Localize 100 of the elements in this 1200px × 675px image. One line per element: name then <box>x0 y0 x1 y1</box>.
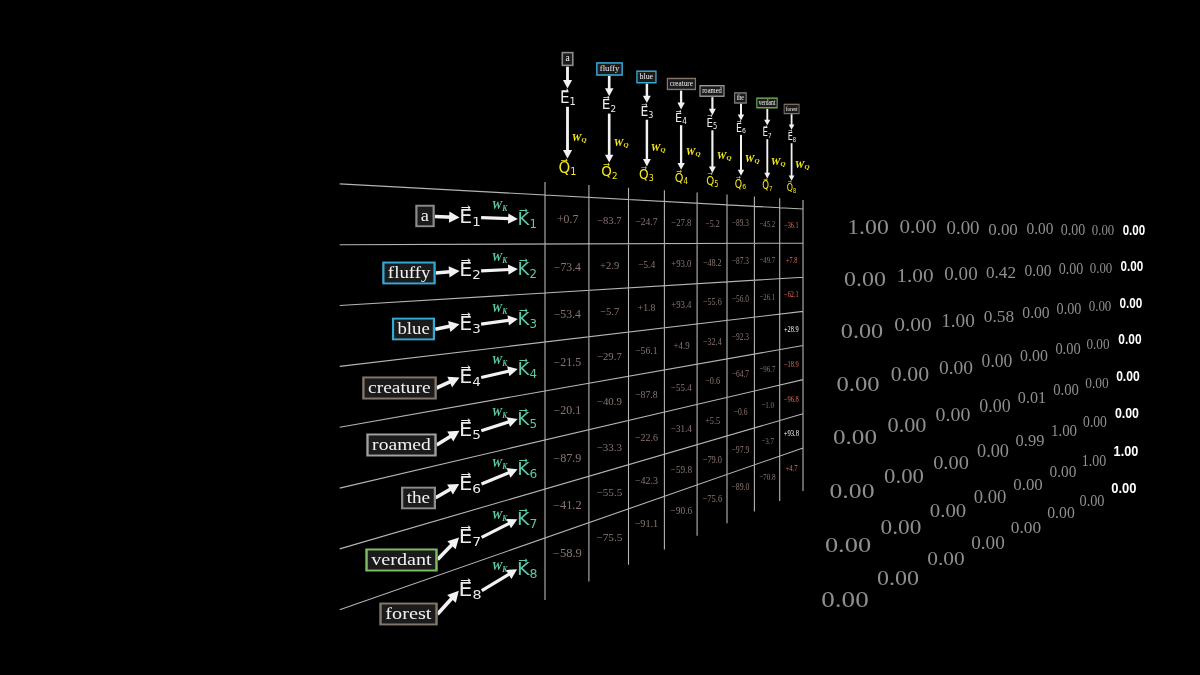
score-value: −56.1 <box>635 345 658 357</box>
vector-label: Q⃗$_{7}$ <box>762 178 773 193</box>
score-value: +1.8 <box>638 302 656 314</box>
weight-value: 0.00 <box>1024 261 1052 280</box>
score-value: +93.0 <box>670 258 692 270</box>
edge-label: W$_{K}$ <box>491 353 508 367</box>
vector-label: E⃗$_{1}$ <box>559 88 576 107</box>
score-value: −26.1 <box>759 292 775 303</box>
edge-label: W$_{Q}$ <box>572 131 587 144</box>
edge-label: W$_{K}$ <box>491 405 508 419</box>
vector-label: K⃗$_{4}$ <box>517 358 538 380</box>
score-value: −70.8 <box>758 473 776 484</box>
vector-label: E⃗$_{5}$ <box>706 115 718 131</box>
vector-label: Q⃗$_{2}$ <box>601 162 618 180</box>
edge-label: W$_{K}$ <box>491 456 508 470</box>
arrow <box>788 142 795 181</box>
weight-value: 0.00 <box>893 315 932 336</box>
weight-value: 0.00 <box>979 396 1011 416</box>
vector-label: E⃗$_{8}$ <box>458 579 482 602</box>
score-value: −87.3 <box>732 257 750 267</box>
weight-value: 0.00 <box>884 465 925 487</box>
arrow <box>605 113 614 163</box>
weight-value: 0.00 <box>1055 340 1081 358</box>
weight-value: 0.00 <box>935 404 971 425</box>
score-value: −92.3 <box>732 332 750 343</box>
weight-value: 0.42 <box>986 263 1017 282</box>
weight-value: 1.00 <box>896 265 935 287</box>
arrow <box>481 264 518 275</box>
score-value: −56.0 <box>732 294 750 305</box>
score-value: +93.8 <box>783 429 799 439</box>
score-value: −32.4 <box>702 336 722 347</box>
weight-value: 0.00 <box>1011 518 1042 537</box>
weight-value: 0.00 <box>1013 474 1044 493</box>
weight-value: 0.00 <box>821 588 869 612</box>
score-value: −96.8 <box>783 395 799 405</box>
score-value: −5.2 <box>705 218 720 229</box>
arrow <box>436 590 459 616</box>
vector-label: K⃗$_{3}$ <box>517 308 538 330</box>
score-value: −49.7 <box>759 256 775 266</box>
score-value: −73.4 <box>553 261 581 274</box>
token-box: the <box>400 486 436 509</box>
weight-value: 0.00 <box>1083 413 1108 431</box>
vector-label: E⃗$_{4}$ <box>459 366 482 389</box>
vector-label: Q⃗$_{6}$ <box>735 175 747 191</box>
score-value: −22.6 <box>635 431 659 444</box>
score-value: −45.2 <box>759 220 775 230</box>
score-value: −91.1 <box>634 518 659 530</box>
score-value: +93.4 <box>670 299 692 311</box>
weight-value: 0.00 <box>1049 463 1077 481</box>
weight-value: 0.00 <box>825 533 872 557</box>
weight-value: 0.00 <box>899 217 937 238</box>
vector-label: K⃗$_{6}$ <box>517 458 538 480</box>
arrow <box>563 106 573 159</box>
score-value: −59.8 <box>670 464 692 476</box>
arrow <box>677 125 685 170</box>
arrow <box>481 213 518 224</box>
edge-label: W$_{K}$ <box>491 302 508 315</box>
weight-value: 0.00 <box>927 549 965 570</box>
arrow <box>737 103 745 121</box>
weight-value: 0.00 <box>1114 405 1139 422</box>
vector-label: E⃗$_{7}$ <box>459 526 482 549</box>
score-value: −87.9 <box>553 452 582 465</box>
score-value: −42.3 <box>635 475 659 487</box>
score-value: −89.0 <box>731 483 750 494</box>
score-value: +2.9 <box>599 260 619 273</box>
score-value: −20.1 <box>553 404 582 417</box>
score-value: −24.7 <box>635 216 658 228</box>
weight-value: 0.00 <box>890 364 930 386</box>
score-value: −36.1 <box>784 221 799 231</box>
score-value: −5.4 <box>638 259 656 271</box>
vector-label: E⃗$_{7}$ <box>762 125 772 140</box>
arrow <box>480 417 518 433</box>
edge-label: W$_{Q}$ <box>716 149 732 162</box>
score-value: −89.3 <box>732 219 750 230</box>
score-value: −3.7 <box>760 437 774 447</box>
score-value: −0.6 <box>734 407 748 418</box>
token-box: a <box>561 52 574 67</box>
edge-label: W$_{Q}$ <box>613 136 629 149</box>
weight-value: 0.01 <box>1018 388 1047 407</box>
score-value: −90.6 <box>670 505 692 517</box>
edge-label: W$_{Q}$ <box>651 141 666 154</box>
weight-value: 0.00 <box>1047 504 1075 523</box>
edge-label: W$_{K}$ <box>491 559 508 574</box>
weight-value: 0.00 <box>1119 295 1143 311</box>
arrow <box>435 430 460 447</box>
vector-label: E⃗$_{6}$ <box>735 120 746 135</box>
weight-value: 0.00 <box>1022 303 1050 322</box>
token-box: fluffy <box>382 261 436 284</box>
score-value: +4.7 <box>785 464 798 474</box>
arrow <box>737 134 745 176</box>
arrow <box>708 97 716 116</box>
arrow <box>434 320 460 332</box>
weight-value: 0.00 <box>1117 331 1142 348</box>
weight-value: 0.00 <box>938 357 973 378</box>
score-value: −75.6 <box>702 493 723 505</box>
arrow <box>605 75 614 97</box>
vector-label: Q⃗$_{5}$ <box>706 172 719 188</box>
edge-label: W$_{K}$ <box>491 198 508 212</box>
weight-value: 0.00 <box>1111 480 1137 497</box>
weight-value: 0.00 <box>1026 220 1054 238</box>
